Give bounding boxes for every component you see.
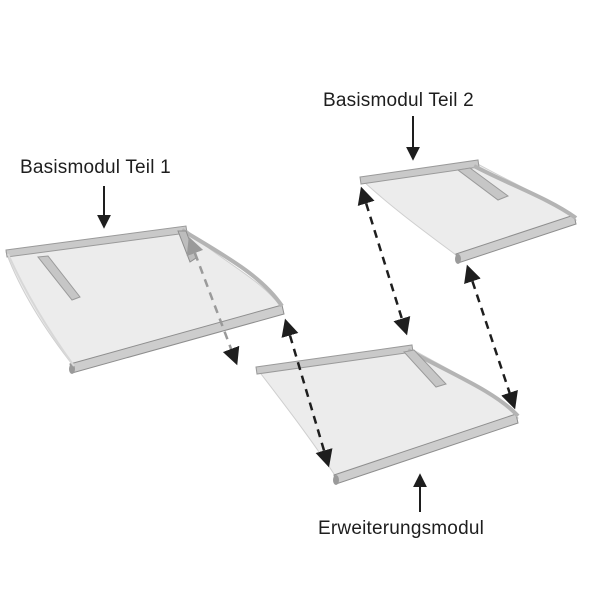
label-extension-module: Erweiterungsmodul	[318, 518, 485, 539]
bracket	[37, 255, 81, 301]
curved-support	[473, 164, 578, 220]
base-module-part1-canopy	[5, 225, 285, 374]
base-module-part2-canopy	[359, 159, 578, 264]
connection-arrow	[281, 318, 333, 468]
connection-arrow-hidden	[186, 236, 240, 366]
label-base-module-part1: Basismodul Teil 1	[20, 157, 171, 178]
extension-module-canopy	[255, 344, 520, 485]
label-base-module-part2: Basismodul Teil 2	[323, 90, 474, 111]
curved-support	[7, 253, 75, 367]
bracket	[403, 349, 447, 388]
connection-arrow	[357, 186, 411, 336]
bracket	[456, 167, 510, 201]
connection-arrow	[464, 264, 518, 410]
